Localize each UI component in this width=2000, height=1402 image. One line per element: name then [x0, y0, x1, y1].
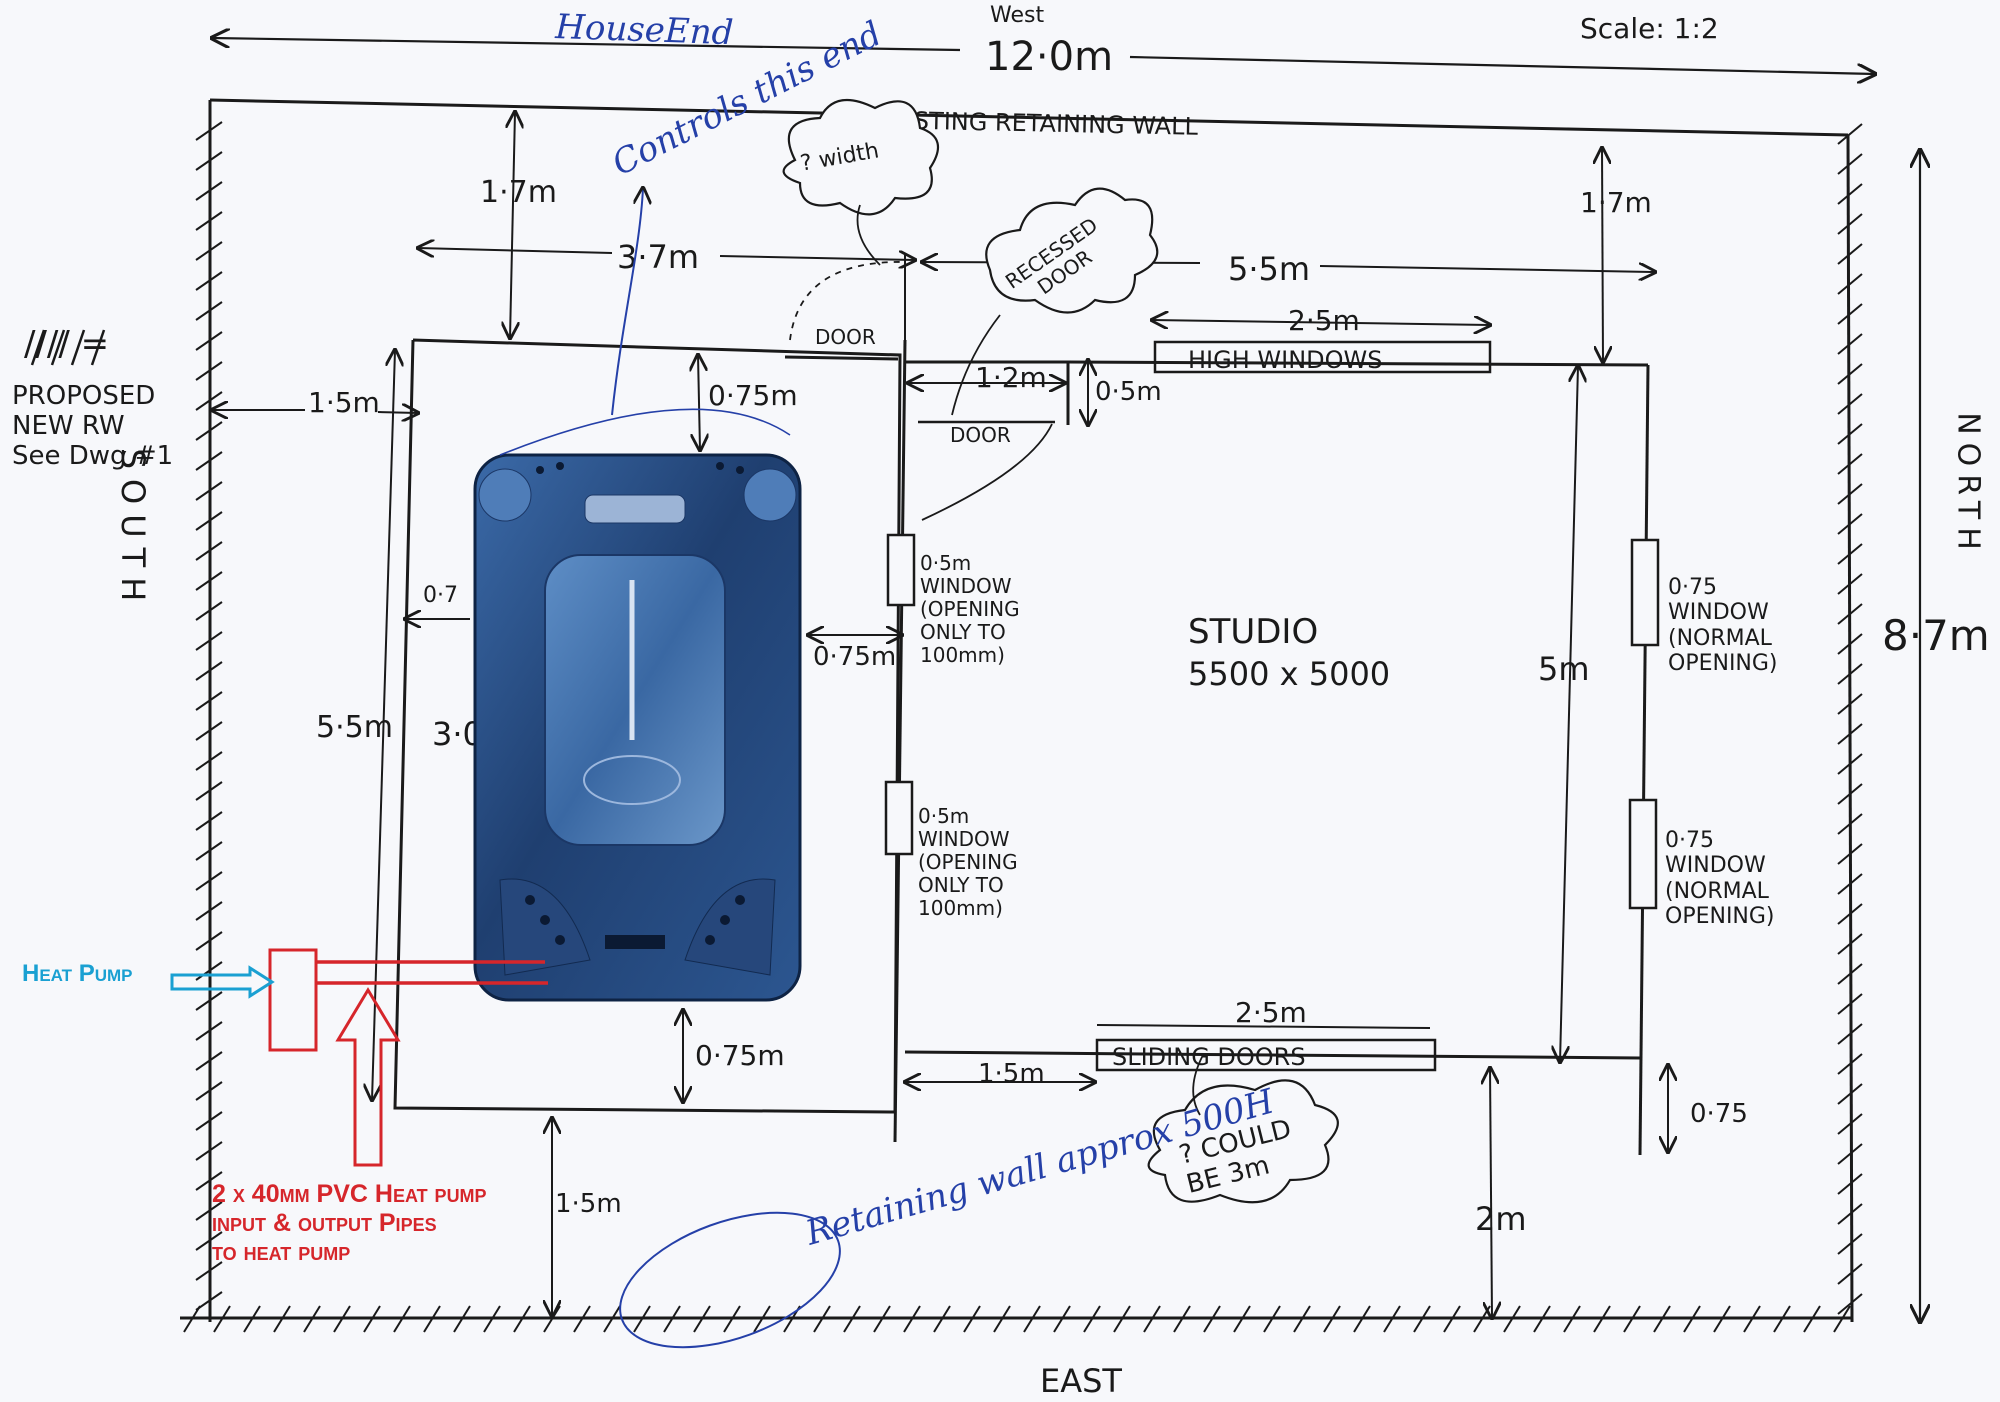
sliding-width-label: 2·5m [1235, 996, 1307, 1029]
could-be-cloud [1147, 1079, 1339, 1204]
proposed-retaining-wall-hatching [183, 121, 1863, 1333]
legend-hatch-symbol [30, 329, 106, 366]
sliding-offset-label: 1·5m [978, 1059, 1045, 1089]
door-depth-label: 0·5m [1095, 377, 1162, 407]
pipes-note: 2 x 40mm PVC Heat pump input & output Pi… [212, 1180, 487, 1266]
scale-label: Scale: 1:2 [1580, 12, 1719, 45]
east-label: EAST [1040, 1362, 1122, 1400]
overall-width-label: 12·0m [985, 34, 1113, 80]
west-label: West [990, 3, 1044, 28]
window-4-label: 0·75 WINDOW (NORMAL OPENING) [1665, 828, 1775, 929]
heat-pump-label: Heat Pump [22, 960, 133, 987]
high-windows-width-label: 2·5m [1288, 304, 1360, 337]
window-1-label: 0·5m WINDOW (OPENING ONLY TO 100mm) [920, 551, 1020, 667]
top-right-offset-label: 1·7m [1580, 186, 1652, 219]
left-clearance-label: 1·5m [308, 386, 380, 419]
spa-bottom-label: 0·75m [695, 1039, 785, 1072]
heat-pump-arrow [170, 965, 275, 999]
recessed-door-cloud [985, 187, 1159, 314]
south-label: SOUTH [114, 449, 152, 612]
right-span-label: 5·5m [1228, 250, 1310, 288]
swim-spa [473, 453, 802, 1002]
door-offset-label: 1·2m [975, 361, 1047, 394]
overall-depth-label: 8·7m [1882, 611, 1990, 660]
controls-arrow [611, 188, 643, 416]
spa-right-label: 0·75m [813, 642, 896, 672]
spa-top-label: 0·75m [708, 379, 798, 412]
studio-label: STUDIO [1188, 612, 1318, 652]
door-side-label: DOOR [950, 423, 1011, 447]
studio-depth-label: 5m [1538, 650, 1590, 688]
window-2-label: 0·5m WINDOW (OPENING ONLY TO 100mm) [918, 804, 1018, 920]
pad-length-label: 5·5m [316, 710, 393, 745]
east-offset-label: 2m [1475, 1200, 1527, 1238]
studio-size-label: 5500 x 5000 [1188, 655, 1390, 693]
bottom-offset-label: 1·5m [555, 1189, 622, 1219]
legend-symbol-label: //// = [24, 324, 110, 364]
north-label: NORTH [1951, 412, 1986, 558]
left-span-label: 3·7m [617, 238, 699, 276]
right-gap-label: 0·75 [1690, 1099, 1748, 1129]
high-windows-label: HIGH WINDOWS [1188, 346, 1383, 374]
studio-walls [893, 339, 1650, 1156]
retaining-wall-ellipse [619, 1211, 841, 1349]
width-query-cloud [782, 98, 940, 216]
legend-text: PROPOSED NEW RW See Dwg #1 [12, 381, 174, 471]
sliding-doors-label: SLIDING DOORS [1112, 1043, 1306, 1071]
spa-side-label: 0·7 [423, 583, 458, 608]
top-left-offset-label: 1·7m [480, 175, 557, 210]
door-top-label: DOOR [815, 325, 876, 349]
overall-width-dimension [212, 38, 1875, 74]
house-end-label: HouseEnd [554, 7, 734, 53]
heat-pump-unit [268, 948, 318, 1052]
pipes-note-arrow [335, 987, 401, 1167]
window-3-label: 0·75 WINDOW (NORMAL OPENING) [1668, 575, 1778, 676]
